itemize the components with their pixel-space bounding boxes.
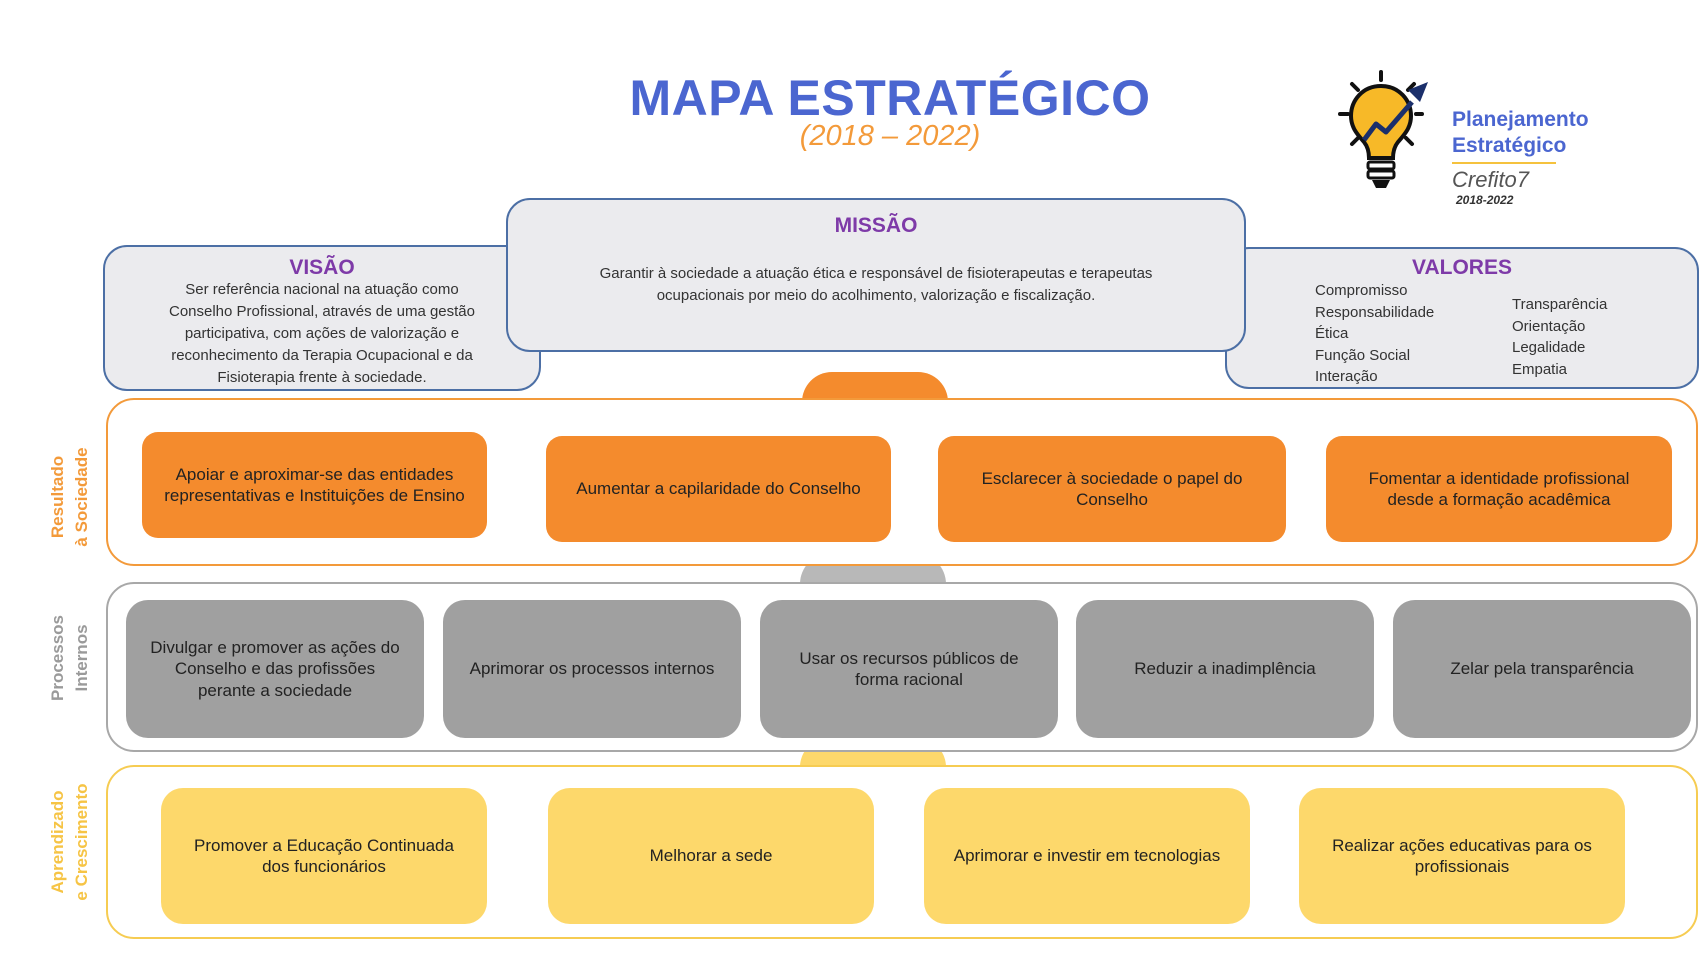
band-label-line: Processos <box>48 615 67 701</box>
value-item: Empatia <box>1512 360 1568 378</box>
band-label-line: Internos <box>72 624 91 692</box>
band-label-line: e Crescimento <box>72 783 91 901</box>
vision-title: VISÃO <box>289 256 355 279</box>
objective-box: Aprimorar os processos internos <box>443 600 741 738</box>
objective-box: Fomentar a identidade profissional desde… <box>1326 436 1672 542</box>
values-list-left: Compromisso Responsabilidade Ética Funçã… <box>1315 280 1434 388</box>
value-item: Ética <box>1315 325 1349 342</box>
band-label-aprendizado: Aprendizado e Crescimento <box>46 783 94 900</box>
logo-text-estrategico: Estratégico <box>1452 134 1567 157</box>
band-label-line: à Sociedade <box>72 447 91 547</box>
band-label-line: Resultado <box>48 455 67 539</box>
lightbulb-growth-arrow-icon <box>1336 64 1450 196</box>
vision-text: Ser referência nacional na atuação como … <box>105 279 539 389</box>
mission-text: Garantir à sociedade a atuação ética e r… <box>508 263 1244 307</box>
objective-box: Aprimorar e investir em tecnologias <box>924 788 1250 924</box>
vision-line: Fisioterapia frente à sociedade. <box>217 369 427 386</box>
band-label-processos: Processos Internos <box>46 615 94 701</box>
objective-box: Realizar ações educativas para os profis… <box>1299 788 1625 924</box>
logo-org-name: Crefito7 <box>1452 167 1530 192</box>
objective-box: Zelar pela transparência <box>1393 600 1691 738</box>
value-item: Legalidade <box>1512 339 1586 356</box>
objective-box: Divulgar e promover as ações do Conselho… <box>126 600 424 738</box>
page-subtitle: (2018 – 2022) <box>799 120 981 152</box>
logo-underline <box>1452 162 1556 164</box>
vision-line: reconhecimento da Terapia Ocupacional e … <box>171 347 473 364</box>
value-item: Orientação <box>1512 317 1586 335</box>
objective-box: Apoiar e aproximar-se das entidades repr… <box>142 432 487 538</box>
mission-line: Garantir à sociedade a atuação ética e r… <box>599 265 1153 282</box>
value-item: Responsabilidade <box>1315 303 1435 321</box>
objective-box: Aumentar a capilaridade do Conselho <box>546 436 891 542</box>
values-card: VALORES Compromisso Responsabilidade Éti… <box>1225 247 1699 389</box>
objective-box: Reduzir a inadimplência <box>1076 600 1374 738</box>
values-title: VALORES <box>1412 256 1512 279</box>
mission-title: MISSÃO <box>834 214 918 237</box>
mission-card: MISSÃO Garantir à sociedade a atuação ét… <box>506 198 1246 352</box>
vision-line: participativa, com ações de valorização … <box>184 325 460 342</box>
values-list-right: Transparência Orientação Legalidade Empa… <box>1512 294 1607 380</box>
band-label-resultado: Resultado à Sociedade <box>46 447 94 546</box>
objective-box: Melhorar a sede <box>548 788 874 924</box>
band-label-line: Aprendizado <box>48 790 67 894</box>
value-item: Transparência <box>1512 296 1608 313</box>
value-item: Compromisso <box>1315 282 1408 299</box>
vision-line: Ser referência nacional na atuação como <box>185 281 459 298</box>
mission-line: ocupacionais por meio do acolhimento, va… <box>656 287 1096 304</box>
connector-orange <box>802 372 948 402</box>
objective-box: Usar os recursos públicos de forma racio… <box>760 600 1058 738</box>
value-item: Função Social <box>1315 346 1411 364</box>
objective-box: Esclarecer à sociedade o papel do Consel… <box>938 436 1286 542</box>
value-item: Interação <box>1315 368 1378 385</box>
logo-years: 2018-2022 <box>1456 193 1514 207</box>
objective-box: Promover a Educação Continuada dos funci… <box>161 788 487 924</box>
vision-line: Conselho Profissional, através de uma ge… <box>168 303 475 320</box>
page-title: MAPA ESTRATÉGICO <box>629 70 1151 126</box>
vision-card: VISÃO Ser referência nacional na atuação… <box>103 245 541 391</box>
logo-text-planejamento: Planejamento <box>1452 108 1589 131</box>
